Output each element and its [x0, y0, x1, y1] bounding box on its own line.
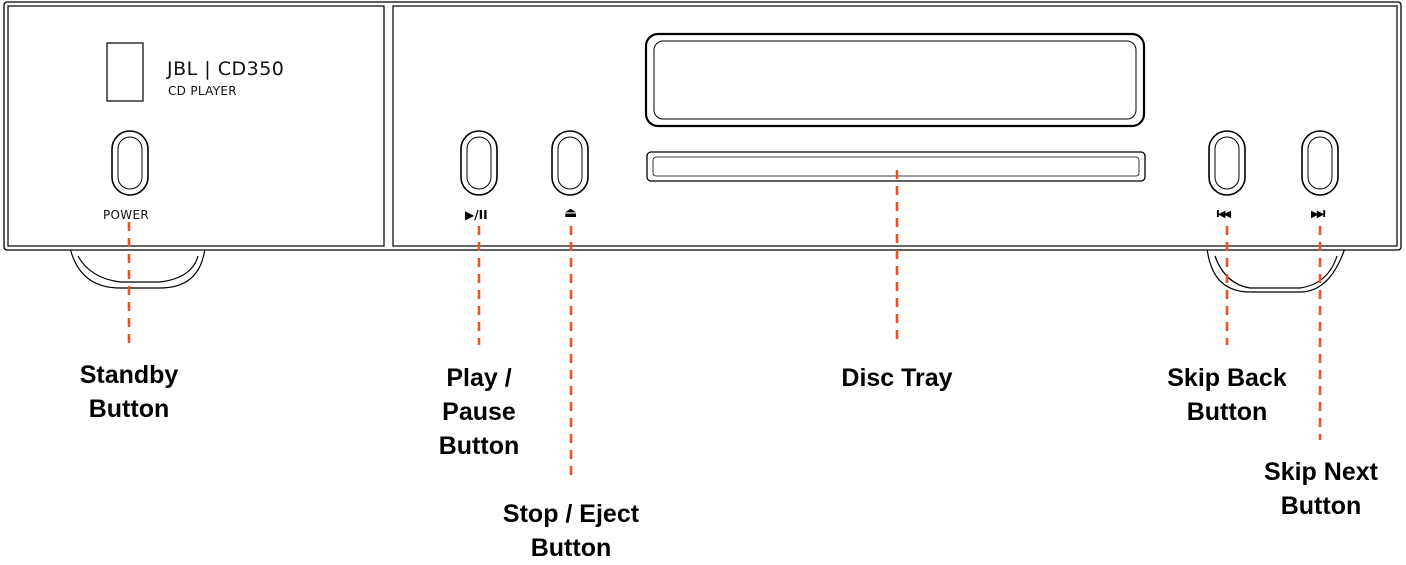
label-line: Pause [442, 398, 516, 426]
label-line: Button [88, 395, 170, 423]
model-subtitle: CD PLAYER [168, 84, 237, 98]
label-stop-eject-button: Stop / Eject Button [486, 497, 656, 565]
power-button[interactable] [111, 130, 149, 196]
label-line: Button [1280, 492, 1362, 520]
label-skip-back-button: Skip Back Button [1142, 361, 1312, 429]
label-line: Skip Next [1264, 458, 1378, 486]
label-disc-tray: Disc Tray [817, 361, 977, 395]
left-foot [69, 247, 206, 289]
label-line: Play / [446, 364, 512, 392]
label-skip-next-button: Skip Next Button [1236, 455, 1406, 523]
label-line: Stop / Eject [502, 500, 640, 528]
label-line: Standby [79, 361, 179, 389]
play-pause-button[interactable] [460, 130, 498, 196]
skip-back-icon: I◀◀ [1216, 209, 1231, 220]
power-label: POWER [103, 208, 149, 222]
eject-icon: ⏏ [564, 205, 578, 221]
skip-next-icon: ▶▶I [1311, 209, 1326, 220]
left-panel [7, 5, 385, 247]
label-line: Button [1186, 398, 1268, 426]
label-line: Disc Tray [841, 364, 953, 392]
label-standby-button: Standby Button [59, 358, 199, 426]
leader-lines [127, 170, 1322, 478]
right-foot [1206, 247, 1346, 293]
play-pause-icon: ▶/II [465, 208, 488, 222]
brand-name: JBL | CD350 [167, 58, 285, 80]
label-line: Skip Back [1167, 364, 1287, 392]
logo-badge [106, 42, 144, 102]
skip-back-button[interactable] [1208, 130, 1246, 196]
label-line: Button [530, 534, 612, 562]
display-window [644, 32, 1146, 128]
skip-next-button[interactable] [1301, 130, 1339, 196]
label-play-pause-button: Play / Pause Button [419, 361, 539, 463]
eject-button[interactable] [551, 130, 589, 196]
label-line: Button [438, 432, 520, 460]
